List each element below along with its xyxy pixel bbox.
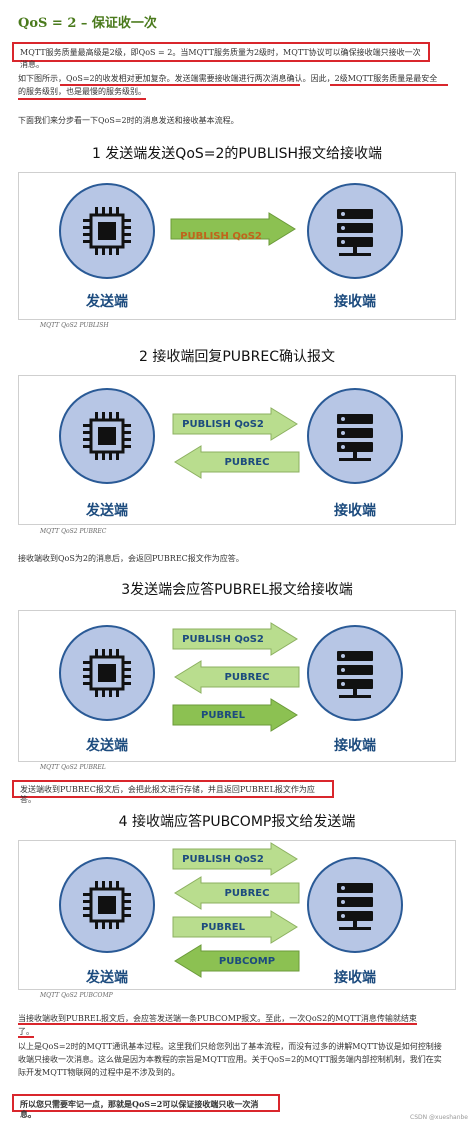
arrow-label: PUBCOMP	[218, 956, 276, 967]
arrow-label: PUBLISH QoS2	[182, 634, 264, 645]
description-paragraph: 如下图所示，QoS=2的收发相对更加复杂。发送端需要接收端进行两次消息确认。因此…	[18, 72, 458, 100]
server-icon	[337, 209, 373, 256]
arrow-label: PUBREC	[224, 672, 270, 683]
pubrel-arrow	[172, 910, 298, 944]
server-icon	[337, 651, 373, 698]
underline-mark	[330, 84, 448, 86]
pubrec-arrow	[174, 445, 300, 479]
cpu-icon	[83, 412, 131, 460]
step-2-note: 接收端收到QoS为2的消息后，会返回PUBREC报文作为应答。	[18, 554, 244, 563]
cpu-icon	[83, 207, 131, 255]
pubrec-arrow	[174, 876, 300, 910]
receiver-node	[307, 857, 403, 953]
receiver-node	[307, 388, 403, 484]
arrow-label: PUBREL	[201, 922, 245, 933]
sender-node	[59, 625, 155, 721]
pubrel-arrow	[172, 698, 298, 732]
sender-node	[59, 183, 155, 279]
step-1-diagram: PUBLISH QoS2 发送端 接收端	[18, 172, 456, 320]
receiver-node	[307, 625, 403, 721]
publish-arrow	[172, 407, 298, 441]
pubrec-arrow	[174, 660, 300, 694]
cpu-icon	[83, 649, 131, 697]
step-4-caption: MQTT QoS2 PUBCOMP	[40, 992, 113, 999]
summary-line-2: 收端只接收一次消息。这么做是因为本教程的宗旨是MQTT应用。关于QoS=2的MQ…	[18, 1055, 442, 1064]
sender-node	[59, 857, 155, 953]
arrow-label: PUBREC	[224, 457, 270, 468]
summary-line-3: 际开发MQTT物联网的过程中是不涉及到的。	[18, 1068, 180, 1077]
sender-label: 发送端	[86, 294, 128, 310]
step-2-caption: MQTT QoS2 PUBREC	[40, 528, 107, 535]
step-3-note: 发送端收到PUBREC报文后，会把此报文进行存储，并且返回PUBREL报文作为应…	[12, 780, 334, 804]
step-4-note-text: 当接收端收到PUBREL报文后，会应答发送端一条PUBCOMP报文。至此，一次Q…	[18, 1014, 417, 1038]
cpu-icon	[83, 881, 131, 929]
sender-label: 发送端	[86, 970, 128, 986]
receiver-node	[307, 183, 403, 279]
page-title: QoS = 2 – 保证收一次	[18, 16, 157, 31]
arrow-label: PUBLISH QoS2	[182, 854, 264, 865]
publish-arrow	[172, 622, 298, 656]
pubcomp-arrow	[174, 944, 300, 978]
sender-label: 发送端	[86, 503, 128, 519]
step-3-diagram: PUBLISH QoS2 PUBREC PUBREL 发送端 接收端	[18, 610, 456, 762]
final-note: 所以您只需要牢记一点，那就是QoS=2可以保证接收端只收一次消息。	[12, 1094, 280, 1119]
summary-paragraph: 以上是QoS=2时的MQTT通讯基本过程。这里我们只给您列出了基本流程，而没有过…	[18, 1040, 458, 1079]
step-2-heading: 2 接收端回复PUBREC确认报文	[139, 349, 335, 365]
publish-arrow	[172, 842, 298, 876]
step-3-caption: MQTT QoS2 PUBREL	[40, 764, 106, 771]
step-2-diagram: PUBLISH QoS2 PUBREC 发送端 接收端	[18, 375, 456, 525]
step-3-heading: 3发送端会应答PUBREL报文给接收端	[121, 582, 353, 598]
receiver-label: 接收端	[334, 503, 376, 519]
underline-mark	[60, 84, 300, 86]
step-1-heading: 1 发送端发送QoS=2的PUBLISH报文给接收端	[91, 146, 383, 162]
arrow-label: PUBREC	[224, 888, 270, 899]
server-icon	[337, 883, 373, 930]
publish-arrow	[170, 212, 296, 246]
summary-line-1: 以上是QoS=2时的MQTT通讯基本过程。这里我们只给您列出了基本流程，而没有过…	[18, 1042, 442, 1051]
receiver-label: 接收端	[334, 294, 376, 310]
flow-intro: 下面我们来分步看一下QoS=2时的消息发送和接收基本流程。	[18, 116, 239, 125]
step-1-caption: MQTT QoS2 PUBLISH	[40, 322, 109, 329]
description-line-1: 如下图所示，QoS=2的收发相对更加复杂。发送端需要接收端进行两次消息确认。因此…	[18, 74, 438, 83]
step-4-note: 当接收端收到PUBREL报文后，会应答发送端一条PUBCOMP报文。至此，一次Q…	[18, 1012, 428, 1038]
server-icon	[337, 414, 373, 461]
watermark: CSDN @xueshanbe	[410, 1114, 468, 1121]
description-line-2: 的服务级别，也是最慢的服务级别。	[18, 85, 146, 100]
receiver-label: 接收端	[334, 738, 376, 754]
receiver-label: 接收端	[334, 970, 376, 986]
step-4-diagram: PUBLISH QoS2 PUBREC PUBREL PUBCOMP 发送端 接…	[18, 840, 456, 990]
sender-node	[59, 388, 155, 484]
step-4-heading: 4 接收端应答PUBCOMP报文给发送端	[118, 814, 356, 830]
arrow-label: PUBLISH QoS2	[180, 231, 262, 242]
arrow-label: PUBREL	[201, 710, 245, 721]
sender-label: 发送端	[86, 738, 128, 754]
arrow-label: PUBLISH QoS2	[182, 419, 264, 430]
intro-text: MQTT服务质量最高级是2级，即QoS = 2。当MQTT服务质量为2级时，MQ…	[12, 42, 430, 69]
